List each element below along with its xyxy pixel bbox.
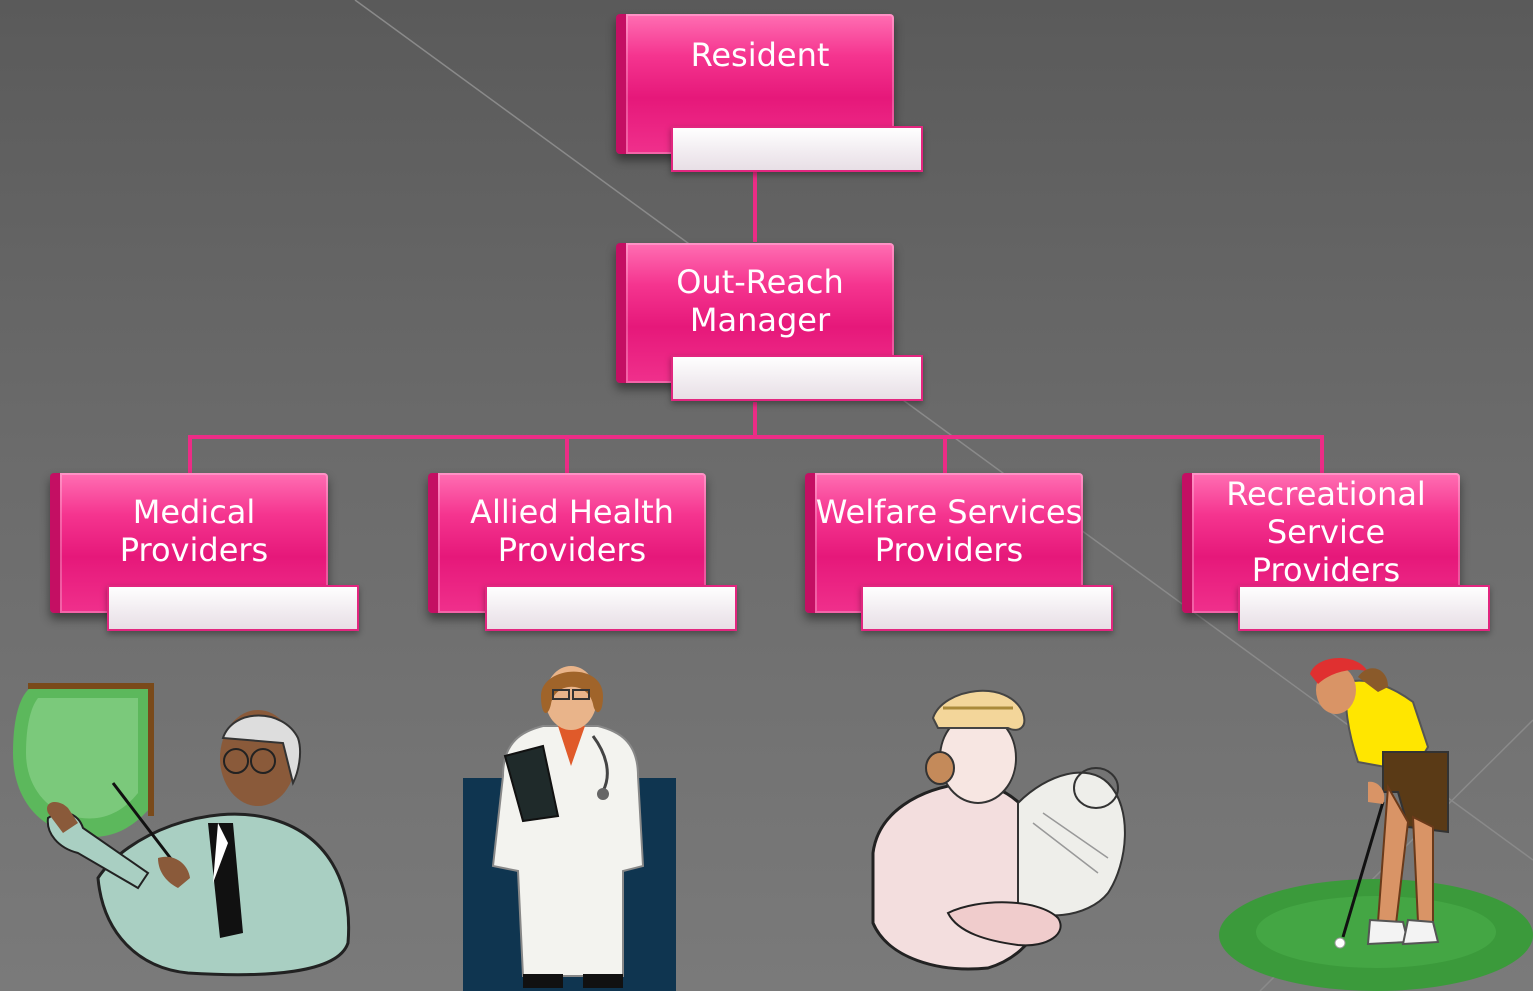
doctor-clipart-icon — [463, 666, 676, 991]
node-medical-providers-label: Medical Providers — [60, 473, 328, 569]
node-recreational-service-providers-tag — [1238, 585, 1490, 631]
teacher-clipart-icon — [13, 683, 351, 977]
node-outreach-manager-line1: Out-Reach — [676, 263, 844, 301]
connector-drop-recreational — [1320, 435, 1324, 473]
connector-drop-welfare — [943, 435, 947, 473]
node-resident-label: Resident — [690, 36, 830, 74]
node-recreational-label: Recreational Service Providers — [1192, 473, 1460, 589]
node-welfare-label: Welfare Services Providers — [815, 473, 1083, 569]
node-outreach-manager-label: Out-Reach Manager — [626, 243, 894, 339]
node-allied-line1: Allied Health — [470, 493, 674, 531]
node-medical-line2: Providers — [119, 531, 269, 569]
node-allied-health-label: Allied Health Providers — [438, 473, 706, 569]
node-allied-health-providers-tag — [485, 585, 737, 631]
golfer-clipart-icon — [1219, 657, 1533, 991]
connector-drop-allied — [565, 435, 569, 473]
node-medical-line1: Medical — [132, 493, 256, 531]
node-allied-line2: Providers — [497, 531, 647, 569]
connector-manager-bus — [753, 402, 757, 438]
node-recreational-line1: Recreational — [1226, 475, 1426, 513]
engineer-clipart-icon — [871, 689, 1126, 971]
connector-horizontal-bus — [188, 435, 1324, 439]
node-welfare-services-providers-tag — [861, 585, 1113, 631]
node-welfare-line1: Welfare Services — [815, 493, 1083, 531]
node-outreach-manager-line2: Manager — [689, 301, 831, 339]
node-recreational-line2: Service — [1266, 513, 1386, 551]
node-welfare-line2: Providers — [874, 531, 1024, 569]
node-resident-tag — [671, 126, 923, 172]
node-medical-providers-tag — [107, 585, 359, 631]
connector-drop-medical — [188, 435, 192, 473]
node-recreational-line3: Providers — [1251, 551, 1401, 589]
connector-root-manager — [753, 172, 757, 242]
node-outreach-manager-tag — [671, 355, 923, 401]
